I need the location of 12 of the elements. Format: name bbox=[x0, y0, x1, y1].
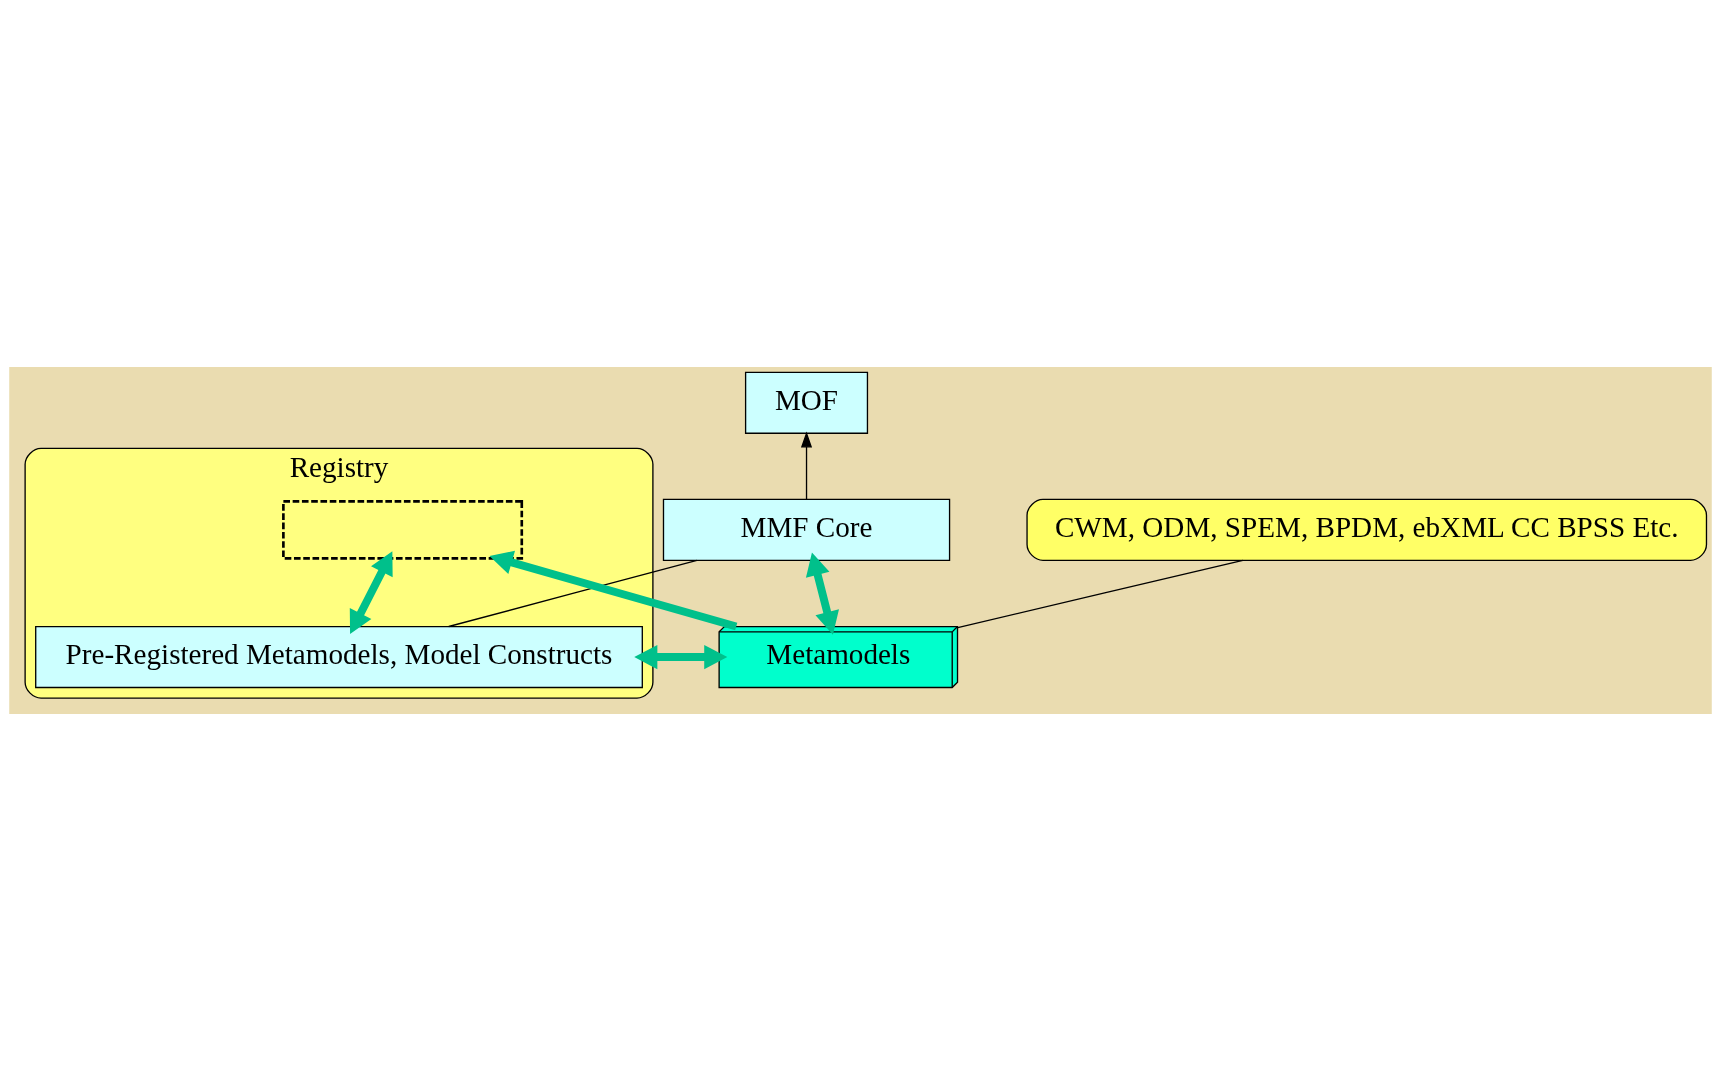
node-box: CWM, ODM, SPEM, BPDM, ebXML CC BPSS Etc. bbox=[1026, 498, 1708, 561]
node-box bbox=[282, 499, 524, 560]
arrow bbox=[634, 644, 728, 669]
arrow bbox=[489, 550, 738, 630]
node-box: Pre-Registered Metamodels, Model Constructs bbox=[35, 625, 643, 688]
node-box: MMF Core bbox=[662, 498, 951, 561]
arrow bbox=[349, 550, 393, 634]
connector bbox=[957, 559, 1244, 628]
arrow bbox=[805, 551, 839, 635]
arrow bbox=[800, 431, 813, 500]
connector bbox=[448, 559, 698, 627]
node-box: MOF bbox=[744, 371, 869, 434]
